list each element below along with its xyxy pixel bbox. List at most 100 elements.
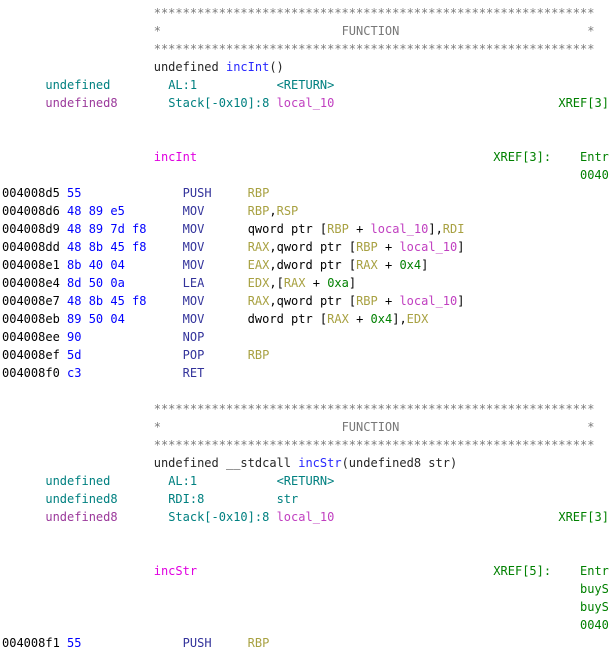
listing-line[interactable]: buyS: [2, 598, 611, 616]
listing-line[interactable]: 004008d9 48 89 7d f8 MOV qword ptr [RBP …: [2, 220, 611, 238]
register-operand: RAX: [356, 258, 378, 272]
mnemonic-field: MOV: [182, 294, 205, 308]
mnemonic-field: MOV: [182, 258, 205, 272]
function-proto-field: Stack[-0x10]:8: [168, 510, 270, 524]
bytes-field: 48 89 e5: [67, 204, 125, 218]
listing-line[interactable]: incStr XREF[5]: Entr: [2, 562, 611, 580]
mnemonic-field: RET: [182, 366, 205, 380]
listing-line[interactable]: 004008e4 8d 50 0a LEA EDX,[RAX + 0xa]: [2, 274, 611, 292]
listing-line[interactable]: undefined8 Stack[-0x10]:8 local_10 XREF[…: [2, 94, 611, 112]
listing-line[interactable]: 0040: [2, 166, 611, 184]
listing-line[interactable]: 004008f1 55 PUSH RBP: [2, 634, 611, 652]
bytes-field: 8d 50 0a: [67, 276, 125, 290]
spacer: [204, 204, 247, 218]
spacer: [551, 564, 580, 578]
spacer: [2, 78, 45, 92]
listing-line[interactable]: ****************************************…: [2, 436, 611, 454]
spacer: [197, 150, 493, 164]
xref-field: Entr: [580, 564, 609, 578]
spacer: [204, 312, 247, 326]
mnemonic-field: MOV: [182, 222, 205, 236]
spacer: [81, 636, 182, 650]
listing-line[interactable]: * FUNCTION *: [2, 418, 611, 436]
listing-line[interactable]: 004008dd 48 8b 45 f8 MOV RAX,qword ptr […: [2, 238, 611, 256]
listing-line[interactable]: buyS: [2, 580, 611, 598]
listing-line[interactable]: 0040: [2, 616, 611, 634]
function-proto-field: AL:1: [168, 474, 198, 488]
operand-text: ]: [421, 258, 429, 272]
bytes-field: 8b 40 04: [67, 258, 125, 272]
listing-line[interactable]: [2, 112, 611, 130]
listing-line[interactable]: ****************************************…: [2, 40, 611, 58]
spacer: [161, 24, 342, 38]
listing-line[interactable]: undefined AL:1 <RETURN>: [2, 472, 611, 490]
register-operand: RSP: [276, 204, 299, 218]
listing-line[interactable]: undefined AL:1 <RETURN>: [2, 76, 611, 94]
spacer: [2, 24, 154, 38]
xref-field: XREF[3]:: [558, 96, 611, 110]
listing-line[interactable]: undefined incInt(): [2, 58, 611, 76]
spacer: [2, 150, 154, 164]
operand-text: qword ptr [: [247, 222, 328, 236]
function-proto-field: <RETURN>: [276, 78, 335, 92]
code-label: incStr: [153, 564, 198, 578]
spacer: [147, 222, 183, 236]
xref-field: Entr: [580, 150, 609, 164]
listing-line[interactable]: ****************************************…: [2, 400, 611, 418]
function-proto-field: undefined: [45, 78, 111, 92]
listing-line[interactable]: 004008d5 55 PUSH RBP: [2, 184, 611, 202]
mnemonic-field: POP: [182, 348, 205, 362]
spacer: [2, 456, 154, 470]
spacer: [161, 420, 342, 434]
scalar-operand: 0xa: [327, 276, 349, 290]
listing-line[interactable]: undefined __stdcall incStr(undefined8 st…: [2, 454, 611, 472]
spacer: [125, 312, 183, 326]
listing-line[interactable]: 004008f0 c3 RET: [2, 364, 611, 382]
listing-line[interactable]: [2, 526, 611, 544]
listing-line[interactable]: 004008e1 8b 40 04 MOV EAX,dword ptr [RAX…: [2, 256, 611, 274]
variable-type: undefined8: [45, 96, 118, 110]
listing-line[interactable]: 004008ee 90 NOP: [2, 328, 611, 346]
operand-text: ,dword ptr [: [269, 258, 357, 272]
spacer: [125, 204, 183, 218]
operand-text: ,[: [269, 276, 284, 290]
listing-line[interactable]: 004008eb 89 50 04 MOV dword ptr [RAX + 0…: [2, 310, 611, 328]
spacer: [197, 78, 276, 92]
listing-line[interactable]: [2, 382, 611, 400]
listing-line[interactable]: ****************************************…: [2, 4, 611, 22]
spacer: [551, 150, 580, 164]
spacer: [60, 330, 67, 344]
register-operand: EDX: [406, 312, 429, 326]
spacer: [60, 294, 67, 308]
operand-text: ],: [392, 312, 407, 326]
spacer: [334, 96, 558, 110]
listing-line[interactable]: 004008e7 48 8b 45 f8 MOV RAX,qword ptr […: [2, 292, 611, 310]
spacer: [125, 276, 183, 290]
spacer: [2, 492, 45, 506]
spacer: [2, 60, 154, 74]
bytes-field: c3: [67, 366, 82, 380]
address-field: 004008e4: [2, 276, 60, 290]
bytes-field: 5d: [67, 348, 82, 362]
spacer: [197, 474, 276, 488]
register-operand: EAX: [247, 258, 270, 272]
listing-line[interactable]: incInt XREF[3]: Entr: [2, 148, 611, 166]
listing-line[interactable]: undefined8 RDI:8 str: [2, 490, 611, 508]
listing-line[interactable]: undefined8 Stack[-0x10]:8 local_10 XREF[…: [2, 508, 611, 526]
spacer: [60, 636, 67, 650]
listing-line[interactable]: [2, 130, 611, 148]
xref-field: 0040: [579, 168, 609, 182]
spacer: [204, 222, 247, 236]
listing-line[interactable]: [2, 544, 611, 562]
spacer: [2, 474, 45, 488]
xref-field: XREF[3]:: [558, 510, 611, 524]
bytes-field: 48 8b 45 f8: [67, 294, 147, 308]
operand-text: +: [348, 222, 371, 236]
register-operand: RBP: [247, 636, 270, 650]
register-operand: RBP: [356, 294, 378, 308]
listing-line[interactable]: 004008ef 5d POP RBP: [2, 346, 611, 364]
operand-text: ,: [269, 204, 277, 218]
address-field: 004008d6: [2, 204, 60, 218]
listing-line[interactable]: 004008d6 48 89 e5 MOV RBP,RSP: [2, 202, 611, 220]
listing-line[interactable]: * FUNCTION *: [2, 22, 611, 40]
